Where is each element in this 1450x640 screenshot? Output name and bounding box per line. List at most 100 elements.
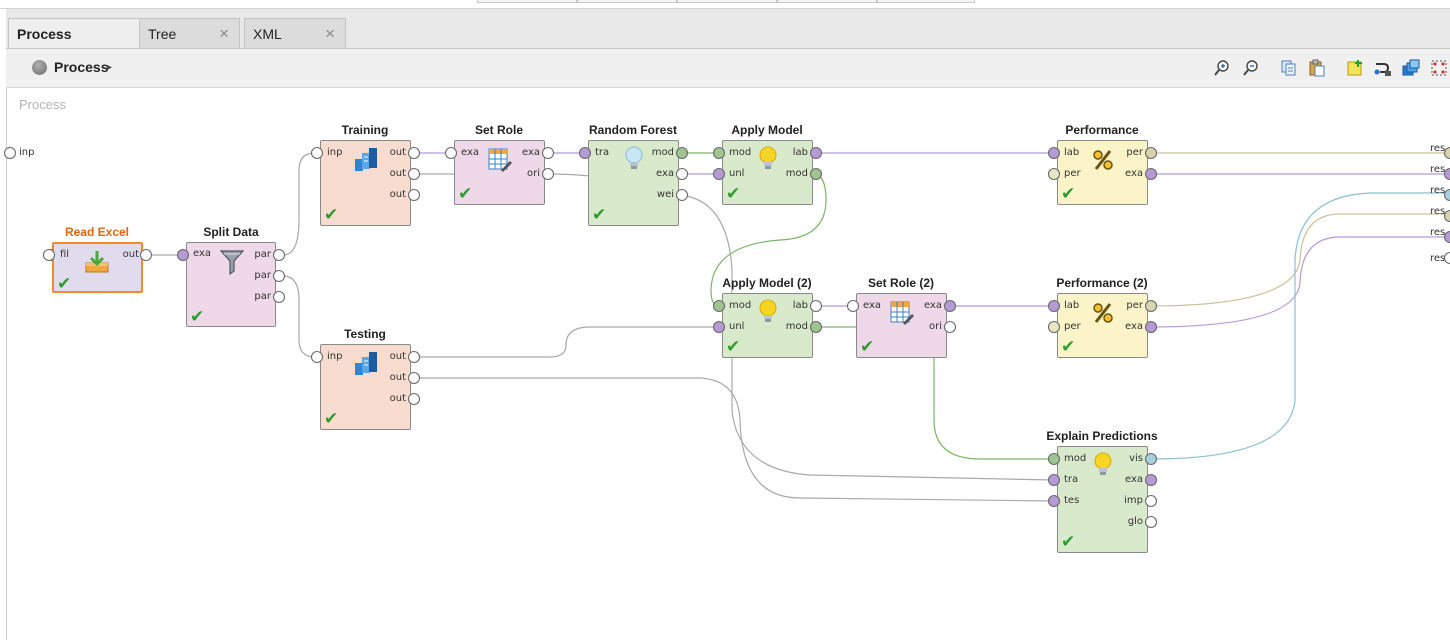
result-port-label: res bbox=[1430, 185, 1446, 196]
operator-performance-2[interactable]: lab per per exa ✔ bbox=[1057, 293, 1148, 358]
process-root-icon bbox=[32, 60, 47, 75]
operator-explain-predictions[interactable]: mod tra tes vis exa imp glo ✔ bbox=[1057, 446, 1148, 553]
operator-set-role-2[interactable]: exa exa ori ✔ bbox=[856, 293, 947, 358]
operator-apply-model[interactable]: mod unl lab mod ✔ bbox=[722, 140, 813, 205]
result-port-label: res bbox=[1430, 206, 1446, 217]
close-icon[interactable]: × bbox=[325, 24, 335, 43]
operator-title-apply-model-2: Apply Model (2) bbox=[722, 276, 812, 290]
copy-icon[interactable] bbox=[1280, 59, 1298, 77]
top-toolbar-segment bbox=[777, 0, 877, 3]
port-label: lab bbox=[1064, 300, 1080, 311]
fit-selection-icon[interactable] bbox=[1430, 59, 1448, 77]
port-label: exa bbox=[923, 300, 942, 311]
wire-testing-apply2 bbox=[411, 326, 718, 358]
add-note-icon[interactable] bbox=[1346, 59, 1364, 77]
port-label: out bbox=[389, 372, 406, 383]
wire-explain-res5 bbox=[1151, 192, 1450, 460]
paste-icon[interactable] bbox=[1308, 59, 1326, 77]
operator-training[interactable]: inp out out out ✔ bbox=[320, 140, 411, 226]
port-label: exa bbox=[461, 147, 480, 158]
chevron-right-icon[interactable]: ▸ bbox=[107, 62, 113, 73]
wire-setrole2-explain bbox=[933, 357, 1054, 460]
filter-icon bbox=[219, 249, 245, 280]
port-label: exa bbox=[1124, 474, 1143, 485]
process-input-label: inp bbox=[19, 147, 35, 158]
port-label: unl bbox=[729, 321, 745, 332]
result-port-label: res bbox=[1430, 253, 1446, 264]
layers-icon[interactable] bbox=[1402, 59, 1420, 77]
subprocess-icon bbox=[354, 147, 378, 178]
operator-split-data[interactable]: exa par par par ✔ bbox=[186, 242, 276, 327]
success-check-icon: ✔ bbox=[1061, 184, 1076, 203]
port-label: vis bbox=[1129, 453, 1143, 464]
top-toolbar-segment bbox=[577, 0, 677, 3]
port-label: out bbox=[389, 147, 406, 158]
subprocess-icon bbox=[354, 351, 378, 382]
top-toolbar-segment bbox=[677, 0, 777, 3]
port-label: lab bbox=[792, 300, 808, 311]
wire-perf2-res4 bbox=[1148, 236, 1450, 328]
import-icon bbox=[85, 250, 109, 279]
tab-label: Tree bbox=[148, 26, 177, 42]
operator-title-read-excel: Read Excel bbox=[64, 225, 130, 239]
result-port-label: res bbox=[1430, 164, 1446, 175]
auto-wire-icon[interactable] bbox=[1374, 59, 1392, 77]
port-label: exa bbox=[1124, 168, 1143, 179]
operator-title-split-data: Split Data bbox=[203, 225, 259, 239]
tab-label: Process bbox=[17, 26, 72, 42]
zoom-in-icon[interactable] bbox=[1213, 59, 1231, 77]
tab-xml[interactable]: XML × bbox=[244, 18, 346, 49]
operator-title-set-role-2: Set Role (2) bbox=[867, 276, 934, 290]
tab-label: XML bbox=[253, 26, 282, 42]
port-label: par bbox=[254, 291, 271, 302]
success-check-icon: ✔ bbox=[1061, 532, 1076, 551]
port-label: unl bbox=[729, 168, 745, 179]
percent-icon bbox=[1092, 149, 1114, 176]
port-label: tes bbox=[1064, 495, 1080, 506]
process-input-port[interactable] bbox=[3, 146, 17, 160]
top-toolbar-segment bbox=[477, 0, 577, 3]
breadcrumb-process[interactable]: Process bbox=[54, 59, 109, 75]
top-toolbar-segment bbox=[877, 0, 975, 3]
success-check-icon: ✔ bbox=[726, 184, 741, 203]
zoom-out-icon[interactable] bbox=[1242, 59, 1260, 77]
port-label: exa bbox=[193, 248, 212, 259]
operator-title-testing: Testing bbox=[344, 327, 386, 341]
port-label: exa bbox=[655, 168, 674, 179]
tab-tree[interactable]: Tree × bbox=[139, 18, 240, 49]
close-icon[interactable]: × bbox=[219, 24, 229, 43]
process-toolbar: Process ▸ bbox=[6, 48, 1450, 88]
operator-title-performance: Performance bbox=[1065, 123, 1139, 137]
operator-apply-model-2[interactable]: mod unl lab mod ✔ bbox=[722, 293, 813, 358]
wire-perf2-res3 bbox=[1148, 213, 1450, 307]
operator-title-explain-predictions: Explain Predictions bbox=[1046, 429, 1158, 443]
operator-testing[interactable]: inp out out out ✔ bbox=[320, 344, 411, 430]
lightbulb-icon bbox=[757, 146, 779, 177]
canvas-title: Process bbox=[19, 97, 66, 112]
operator-random-forest[interactable]: tra mod exa wei ✔ bbox=[588, 140, 679, 226]
port-label: par bbox=[254, 249, 271, 260]
port-label: per bbox=[1064, 168, 1081, 179]
port-label: exa bbox=[863, 300, 882, 311]
port-label: lab bbox=[792, 147, 808, 158]
result-port-label: res bbox=[1430, 143, 1446, 154]
operator-set-role[interactable]: exa exa ori ✔ bbox=[454, 140, 545, 205]
operator-performance[interactable]: lab per per exa ✔ bbox=[1057, 140, 1148, 205]
wire-rf-wei-explain bbox=[679, 194, 1055, 481]
wire-testing-explain bbox=[411, 377, 1055, 502]
port-label: mod bbox=[729, 147, 752, 158]
top-strip bbox=[0, 0, 1450, 9]
operator-title-performance-2: Performance (2) bbox=[1056, 276, 1148, 290]
port-label: inp bbox=[327, 147, 343, 158]
port-label: wei bbox=[656, 189, 674, 200]
table-edit-icon bbox=[890, 301, 914, 330]
port-label: exa bbox=[521, 147, 540, 158]
port-label: out bbox=[389, 351, 406, 362]
port-label: mod bbox=[785, 321, 808, 332]
wire-setrole-ori bbox=[544, 173, 591, 177]
port-label: inp bbox=[327, 351, 343, 362]
port-label: out bbox=[389, 189, 406, 200]
operator-read-excel[interactable]: fil out ✔ bbox=[52, 242, 143, 293]
port-label: tra bbox=[595, 147, 610, 158]
success-check-icon: ✔ bbox=[324, 205, 339, 224]
